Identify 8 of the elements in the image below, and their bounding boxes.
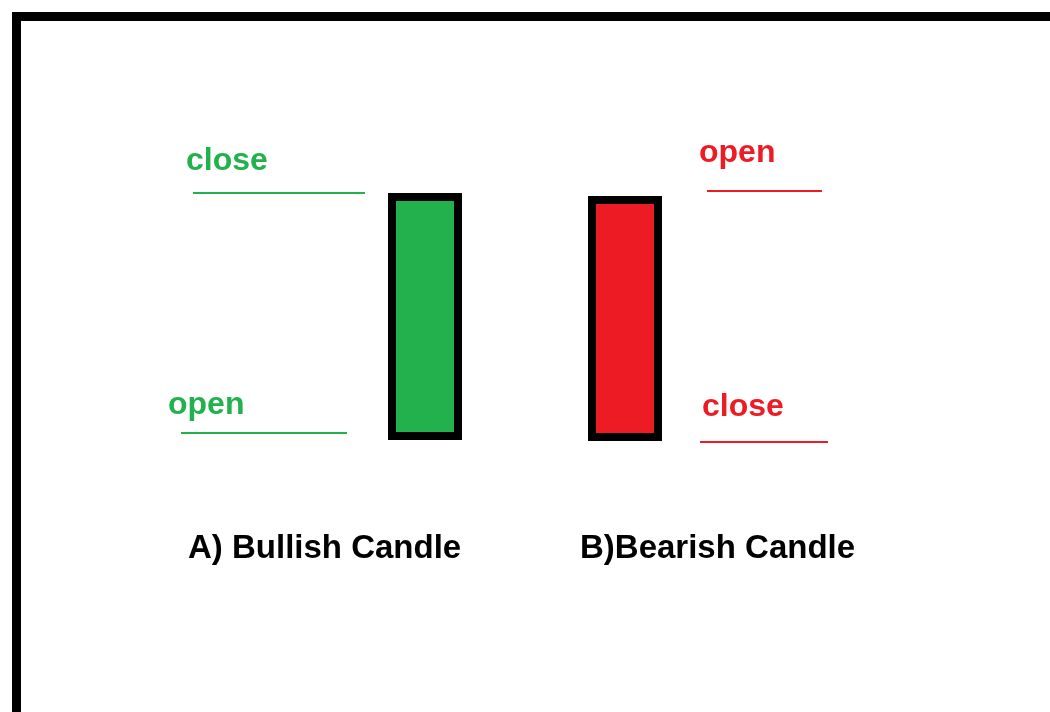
candle-bar — [588, 196, 662, 441]
candle-bar — [388, 193, 462, 440]
candle-caption: A) Bullish Candle — [188, 528, 462, 566]
candle-caption: B)Bearish Candle — [580, 528, 856, 566]
price-label: close — [186, 141, 268, 177]
price-label: open — [168, 385, 245, 421]
price-label: open — [699, 133, 776, 169]
price-label: close — [702, 387, 784, 423]
